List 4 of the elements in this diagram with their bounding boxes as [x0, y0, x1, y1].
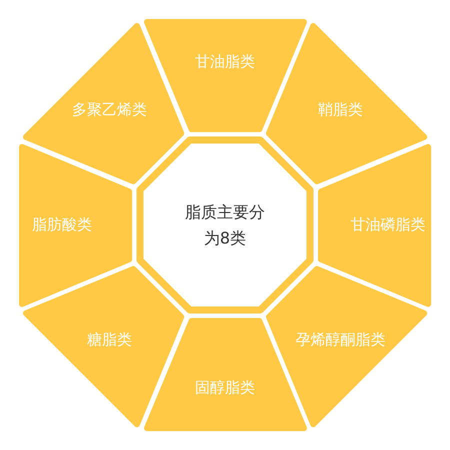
- category-label: 糖脂类: [87, 330, 132, 350]
- category-label: 多聚乙烯类: [72, 100, 148, 120]
- category-label: 鞘脂类: [318, 100, 363, 120]
- category-label: 孕烯醇酮脂类: [295, 330, 386, 350]
